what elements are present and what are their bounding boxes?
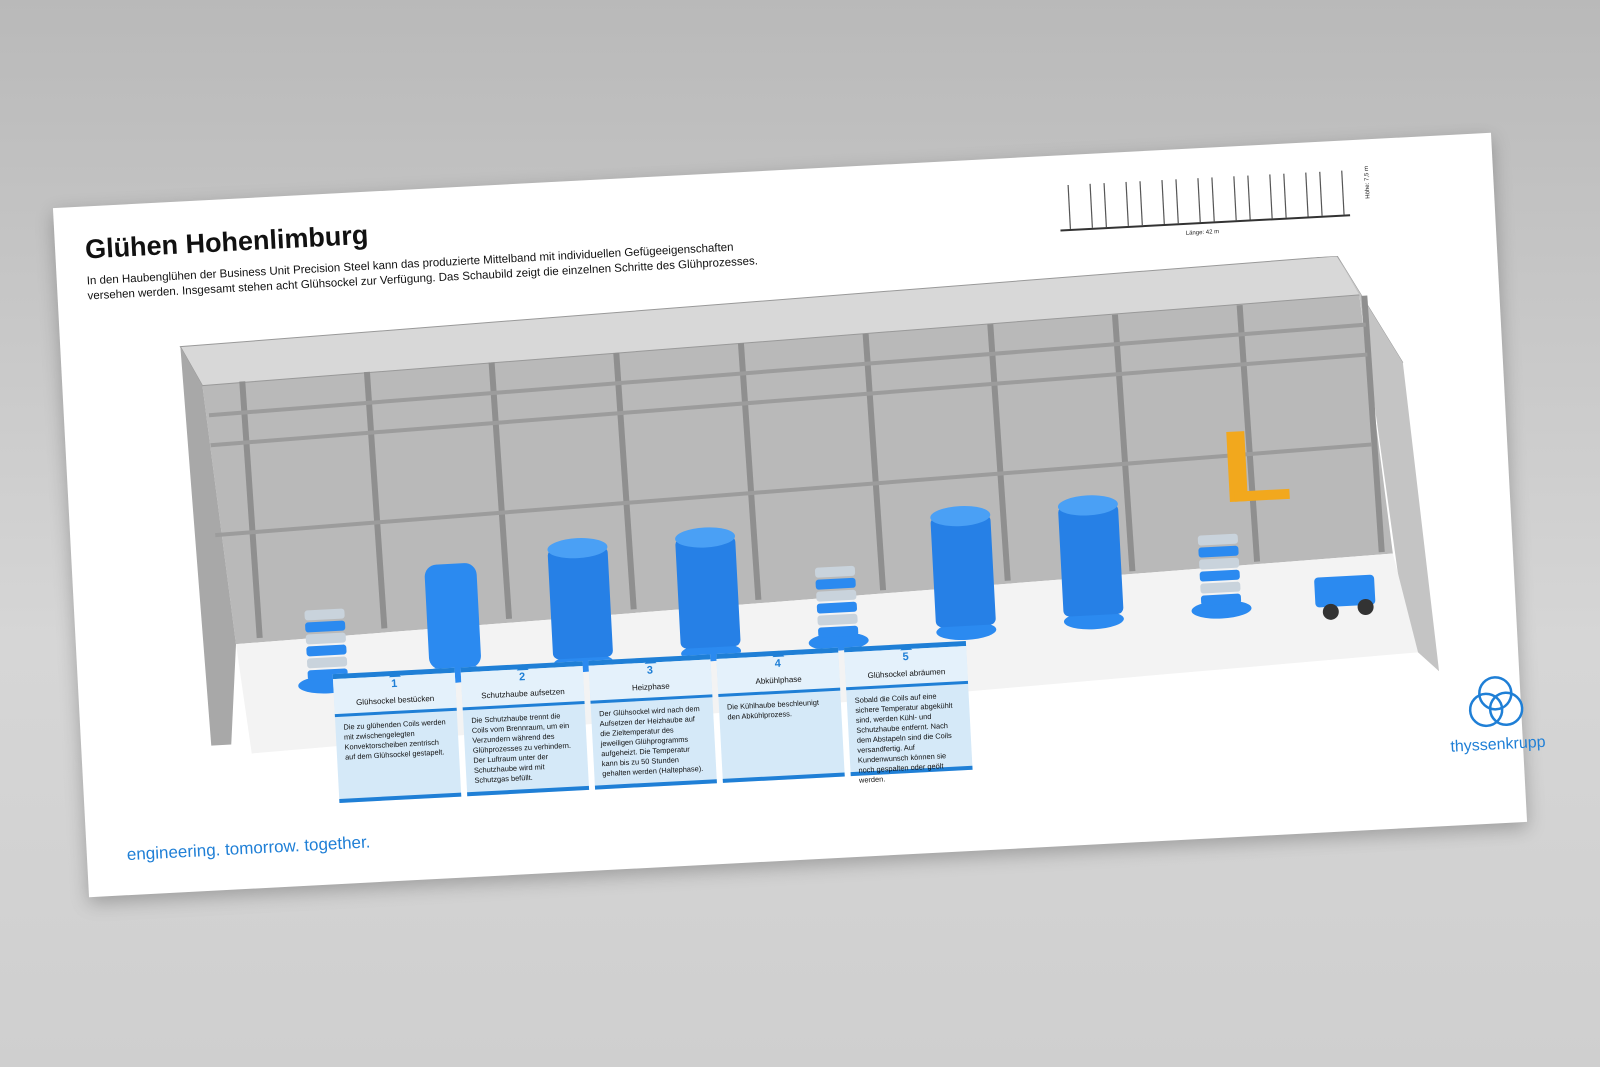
hall-column [363, 371, 388, 629]
hall-column [1361, 295, 1385, 553]
annealing-base [675, 527, 742, 662]
crane [1226, 431, 1290, 502]
step-text: Die zu glühenden Coils werden mit zwisch… [343, 717, 446, 762]
brand-logo: thyssenkrupp [1439, 670, 1553, 757]
thyssenkrupp-logo-icon [1468, 676, 1524, 728]
step-name: Heizphase [631, 681, 670, 693]
step-number: 5 [902, 650, 909, 664]
step-name: Glühsockel abräumen [867, 667, 946, 681]
brand-name: thyssenkrupp [1450, 733, 1546, 756]
step-number: 1 [390, 677, 398, 691]
hall-beam [208, 322, 1366, 418]
step-text: Sobald die Coils auf eine sichere Temper… [854, 691, 953, 785]
step-text: Die Kühlhaube beschleunigt den Abkühlpro… [726, 697, 820, 722]
hall-beam [215, 442, 1373, 538]
poster: Glühen Hohenlimburg In den Haubenglühen … [52, 132, 1546, 898]
step-number: 2 [518, 671, 526, 684]
hall-column [862, 333, 887, 591]
annealing-base [298, 608, 359, 694]
slogan: engineering. tomorrow. together. [126, 832, 371, 865]
annealing-base [1057, 495, 1124, 630]
page-title: Glühen Hohenlimburg [84, 219, 370, 265]
hall-column [613, 352, 637, 610]
hall-beam [210, 352, 1368, 448]
scale-height: Höhe: 7,5 m [1363, 165, 1372, 199]
step-text: Die Schutzhaube trennt die Coils vom Bre… [471, 711, 572, 785]
step-number: 3 [646, 664, 654, 677]
hall-right-wall [1337, 256, 1440, 672]
step-name: Abkühlphase [755, 674, 802, 687]
annealing-base [1191, 533, 1252, 619]
hall-column [987, 324, 1011, 581]
hall-column [488, 362, 513, 620]
annealing-base [930, 505, 997, 641]
hall-column [1111, 314, 1136, 572]
step-number: 4 [774, 657, 782, 670]
hall-left-wall [180, 346, 237, 746]
scale-diagram [1060, 170, 1351, 232]
hall-column [737, 343, 762, 600]
hall-column [239, 381, 263, 639]
hall-column [1236, 304, 1261, 562]
forklift [1314, 574, 1376, 620]
step-text: Der Glühsockel wird nach dem Aufsetzen d… [598, 704, 704, 779]
step-name: Schutzhaube aufsetzen [480, 687, 565, 701]
step-name: Glühsockel bestücken [355, 693, 435, 707]
annealing-base [547, 538, 614, 673]
